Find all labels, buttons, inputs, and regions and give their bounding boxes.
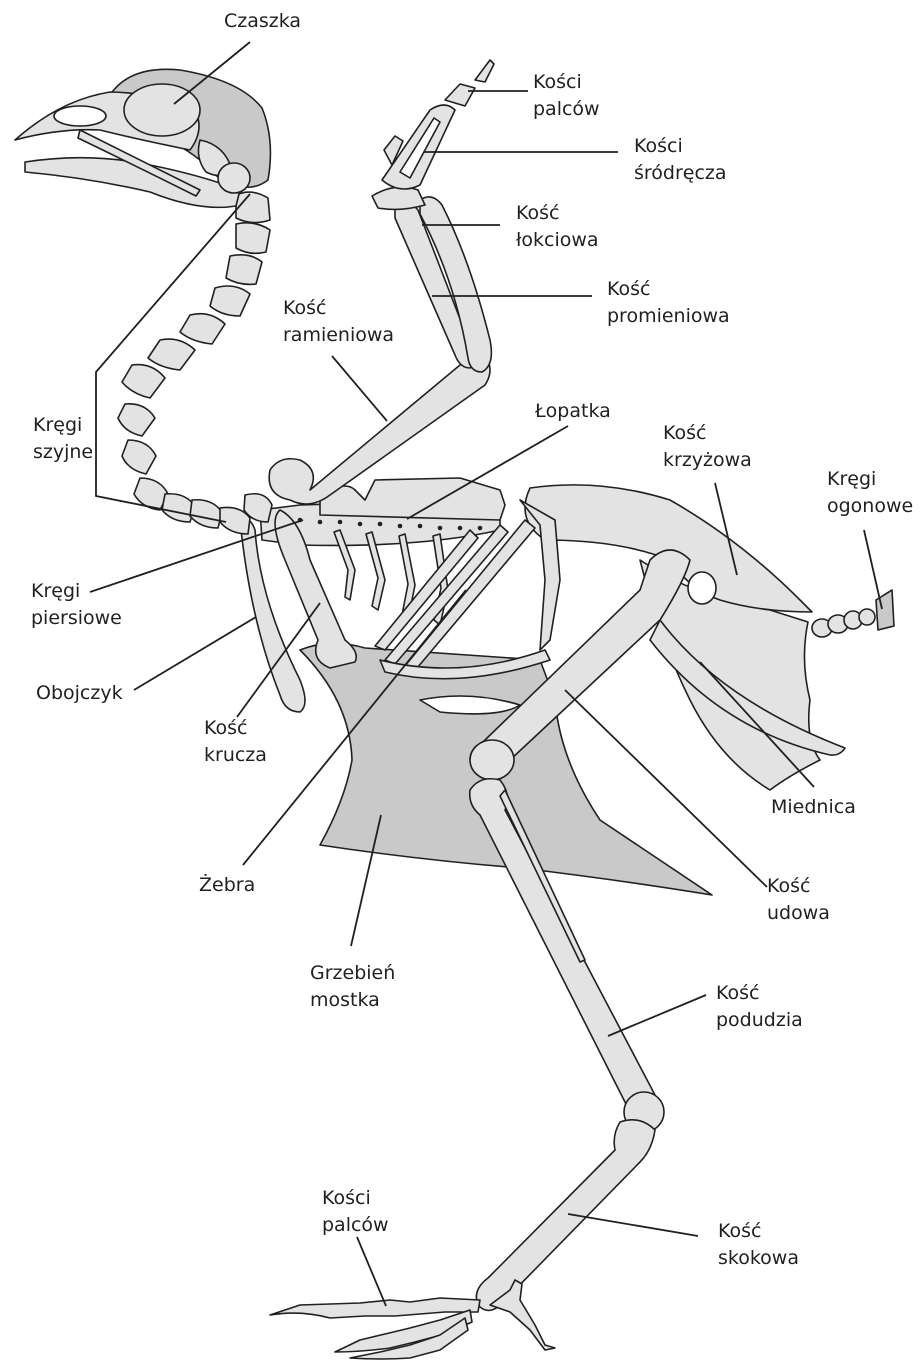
thoracic-processes (320, 478, 505, 520)
label-kosc-podudzia: Kość podudzia (716, 982, 803, 1031)
leader-kosc-skokowa (568, 1214, 698, 1236)
carpals (372, 187, 425, 209)
label-kosci-palcow-skrzydla: Kości palców (533, 71, 600, 120)
leader-obojczyk (134, 617, 256, 690)
occipital-condyle (218, 163, 250, 193)
wing-phalanx-1 (445, 84, 475, 106)
foot-toes (270, 1280, 555, 1359)
label-lopatka: Łopatka (534, 400, 611, 422)
skeleton-drawing (15, 60, 894, 1359)
nostril (54, 106, 106, 126)
label-kregi-szyjne: Kręgi szyjne (33, 414, 93, 463)
label-kosc-krucza: Kość krucza (204, 717, 267, 766)
label-kosc-udowa: Kość udowa (767, 875, 830, 924)
label-kregi-piersiowe: Kręgi piersiowe (31, 580, 122, 629)
tarsometatarsus (476, 1120, 655, 1311)
cervical-vertebrae (118, 192, 272, 534)
label-miednica: Miednica (771, 796, 856, 818)
label-kosc-krzyzowa: Kość krzyżowa (663, 422, 752, 471)
label-grzebien-mostka: Grzebień mostka (310, 962, 401, 1011)
label-kosc-lokciowa: Kość łokciowa (516, 202, 599, 251)
leader-kregi-piersiowe (90, 520, 303, 592)
tail-vertebrae (812, 590, 894, 637)
label-obojczyk: Obojczyk (36, 682, 123, 704)
label-kosc-ramieniowa: Kość ramieniowa (283, 297, 394, 346)
leader-kosc-podudzia (608, 995, 706, 1036)
wing-phalanx-2 (475, 60, 494, 82)
label-kosci-palcow-nogi: Kości palców (322, 1187, 389, 1236)
label-kregi-ogonowe: Kręgi ogonowe (827, 468, 913, 517)
pelvis-foramen (688, 572, 716, 604)
label-kosc-skokowa: Kość skokowa (718, 1220, 799, 1269)
label-czaszka: Czaszka (224, 10, 301, 32)
leader-kosci-palcow-nogi (357, 1237, 386, 1306)
label-kosc-promieniowa: Kość promieniowa (607, 278, 730, 327)
label-zebra: Żebra (199, 873, 255, 896)
knee (470, 740, 514, 780)
label-kosci-srodrecza: Kości śródręcza (634, 135, 727, 184)
leader-kregi-ogonowe (864, 530, 882, 609)
leader-kosc-ramieniowa (332, 356, 387, 421)
